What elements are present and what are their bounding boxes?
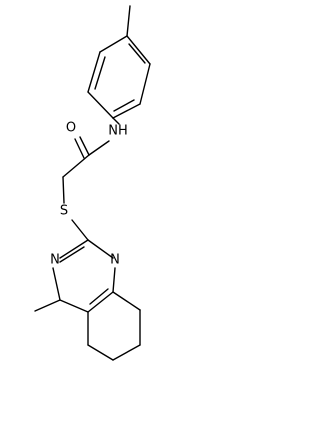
bond-c6-c7 xyxy=(112,344,141,361)
tolyl-ring xyxy=(87,35,151,119)
bond-c4a-c8a xyxy=(87,291,114,313)
bond-tolyl-1 xyxy=(126,35,151,65)
bond-nh-carbonyl xyxy=(88,140,110,156)
bond-carbonyl-o-2 xyxy=(74,138,85,159)
pyrimidine-ring xyxy=(52,239,116,313)
atom-label-sulfur: S xyxy=(60,204,68,219)
bond-tolyl-4 xyxy=(87,91,114,119)
cyclohexane-ring xyxy=(87,291,141,361)
bond-tolyl-double-a xyxy=(128,43,146,64)
bond-c4-methyl xyxy=(34,299,61,312)
bond-c4-c4a xyxy=(59,299,89,313)
bond-carbonyl-o-1 xyxy=(79,136,90,156)
bond-c8a-n-right xyxy=(112,267,116,293)
atom-label-oxygen: O xyxy=(66,121,76,136)
bond-s-c2 xyxy=(71,219,89,241)
bond-tolyl-2 xyxy=(139,63,151,105)
bond-ring-nh xyxy=(112,117,120,125)
bond-n-left-c4 xyxy=(52,267,61,301)
bond-tolyl-5 xyxy=(87,51,101,93)
bond-c2-n-right xyxy=(87,239,114,259)
bond-tolyl-methyl xyxy=(126,5,131,37)
bond-tolyl-double-c xyxy=(94,56,106,90)
bond-c5-c6 xyxy=(87,344,114,361)
bond-tolyl-double-b xyxy=(113,99,135,112)
bond-carbonyl-ch2 xyxy=(62,154,90,178)
bond-c4a-c8a-double xyxy=(89,288,109,305)
bond-ch2-s xyxy=(62,176,65,204)
molecule-structure-diagram: O NH S N N xyxy=(34,5,151,361)
bond-c2-n-left xyxy=(59,239,89,259)
atom-label-pyrimidine-n-right: N xyxy=(110,253,120,268)
bond-c8-c8a xyxy=(112,291,141,311)
atom-label-pyrimidine-n-left: N xyxy=(50,253,60,268)
bond-tolyl-6 xyxy=(99,35,128,53)
bond-tolyl-3 xyxy=(112,103,141,119)
bond-c2-n-left-double xyxy=(59,246,85,263)
atom-label-amide-nitrogen: NH xyxy=(108,124,128,139)
